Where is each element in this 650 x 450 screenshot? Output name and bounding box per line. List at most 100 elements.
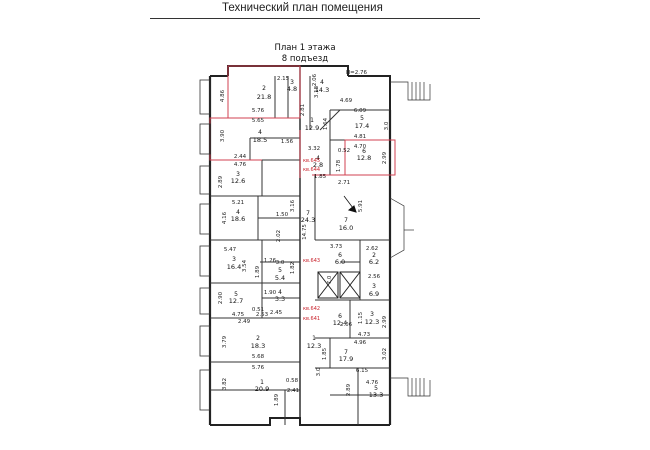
svg-text:1.50: 1.50 [276, 212, 289, 218]
svg-text:7: 7 [344, 217, 348, 224]
room-label: 112.9 [305, 117, 319, 132]
svg-text:14.3: 14.3 [315, 86, 329, 94]
svg-text:1.85: 1.85 [314, 174, 327, 180]
svg-text:18.6: 18.6 [231, 215, 245, 223]
svg-text:14.75: 14.75 [302, 224, 308, 240]
svg-text:7: 7 [344, 349, 348, 356]
dimension-labels: 5.76 5.65 4.86 2.15 2.06 3.18 4.69 6.09 … [218, 73, 390, 406]
svg-text:2.89: 2.89 [218, 175, 224, 188]
apartment-number: кв.642 [303, 306, 320, 312]
room-label: 34.8 [287, 79, 297, 93]
svg-text:2.71: 2.71 [338, 180, 350, 186]
svg-text:4.73: 4.73 [358, 332, 371, 338]
svg-text:5: 5 [360, 115, 364, 122]
svg-text:2.06: 2.06 [340, 322, 353, 328]
ceiling-height-mark: Н=2.76 [346, 70, 367, 76]
room-label: 312.3 [365, 311, 379, 326]
svg-text:1.90: 1.90 [264, 290, 277, 296]
svg-text:16.4: 16.4 [227, 263, 241, 271]
title-underline [150, 18, 480, 19]
svg-text:12.3: 12.3 [307, 342, 321, 350]
svg-text:4.81: 4.81 [354, 134, 366, 140]
svg-text:6.0: 6.0 [335, 258, 345, 266]
svg-text:0.51: 0.51 [252, 307, 264, 313]
svg-text:2.02: 2.02 [276, 230, 282, 242]
svg-text:7.0: 7.0 [327, 275, 333, 284]
svg-text:12.6: 12.6 [231, 177, 245, 185]
svg-text:17.4: 17.4 [355, 122, 369, 130]
svg-text:17.9: 17.9 [339, 355, 353, 363]
svg-text:1.56: 1.56 [281, 139, 294, 145]
svg-text:4.76: 4.76 [366, 380, 379, 386]
svg-text:5.68: 5.68 [252, 354, 265, 360]
svg-text:3.3: 3.3 [275, 295, 285, 303]
svg-text:6.09: 6.09 [354, 108, 367, 114]
svg-text:4.96: 4.96 [354, 340, 367, 346]
svg-text:2.90: 2.90 [218, 291, 224, 304]
room-label: 612.4 [333, 313, 347, 327]
svg-text:4: 4 [316, 155, 320, 162]
svg-text:3: 3 [372, 283, 376, 290]
svg-text:3: 3 [370, 311, 374, 318]
svg-text:0.58: 0.58 [286, 378, 299, 384]
svg-text:2: 2 [256, 335, 260, 342]
svg-text:4.75: 4.75 [232, 312, 245, 318]
svg-text:1.78: 1.78 [336, 159, 342, 172]
svg-text:6: 6 [362, 148, 366, 155]
balconies [199, 79, 211, 411]
svg-text:5: 5 [278, 267, 282, 274]
apartment-number: кв.641 [303, 316, 320, 322]
svg-text:1.82: 1.82 [290, 262, 296, 274]
svg-text:6.15: 6.15 [356, 368, 369, 374]
room-label: 55.4 [275, 267, 285, 282]
svg-text:2.56: 2.56 [368, 274, 381, 280]
svg-text:1.89: 1.89 [274, 393, 280, 406]
svg-text:3.0: 3.0 [276, 260, 285, 266]
room-label: 512.7 [229, 291, 243, 305]
svg-text:2.89: 2.89 [346, 383, 352, 396]
svg-text:5: 5 [234, 291, 238, 298]
svg-text:12.3: 12.3 [365, 318, 379, 326]
svg-text:3.02: 3.02 [382, 348, 388, 360]
entrance-steps [389, 81, 431, 397]
apartment-number: кв.643 [303, 258, 320, 264]
svg-text:3.18: 3.18 [314, 85, 320, 98]
room-label: 221.8 [257, 85, 271, 101]
room-label: 36.9 [369, 283, 379, 298]
svg-text:3.90: 3.90 [220, 129, 226, 142]
room-label: 717.9 [339, 349, 353, 363]
svg-text:1.85: 1.85 [322, 347, 328, 360]
svg-text:1: 1 [310, 117, 314, 124]
svg-text:2.44: 2.44 [234, 154, 247, 160]
svg-text:3: 3 [236, 171, 240, 178]
apartment-number: кв.645 [303, 158, 320, 164]
svg-text:7: 7 [306, 210, 310, 217]
svg-text:4.8: 4.8 [287, 85, 297, 93]
svg-text:6.9: 6.9 [369, 290, 379, 298]
highlighted-apartments [209, 65, 396, 178]
room-label: 612.8 [357, 148, 371, 162]
room-label: 513.3 [369, 385, 383, 399]
stair-arrow [343, 195, 357, 213]
svg-text:3: 3 [232, 256, 236, 263]
document-header: Технический план помещения [0, 0, 650, 20]
svg-text:3.16: 3.16 [290, 199, 296, 212]
svg-text:2.41: 2.41 [287, 388, 299, 394]
svg-text:4.76: 4.76 [234, 162, 247, 168]
svg-text:3.79: 3.79 [222, 335, 228, 348]
plan-subtitle-line2: 8 подъезд [282, 54, 328, 64]
apartment-number: кв.644 [303, 167, 320, 173]
svg-text:5.21: 5.21 [232, 200, 244, 206]
room-label: 716.0 [339, 217, 353, 232]
svg-text:4.69: 4.69 [340, 98, 353, 104]
room-label: 414.3 [315, 79, 329, 94]
room-label: 312.6 [231, 171, 245, 185]
room-label: 66.0 [335, 252, 345, 266]
svg-text:2.49: 2.49 [238, 319, 251, 325]
svg-text:3.54: 3.54 [242, 259, 248, 272]
svg-text:3.0: 3.0 [316, 367, 322, 376]
room-label: 112.3 [307, 335, 321, 350]
svg-text:3: 3 [290, 79, 294, 86]
room-labels: 221.8 34.8 414.3 112.9 517.4 418.5 612.8… [227, 79, 383, 399]
